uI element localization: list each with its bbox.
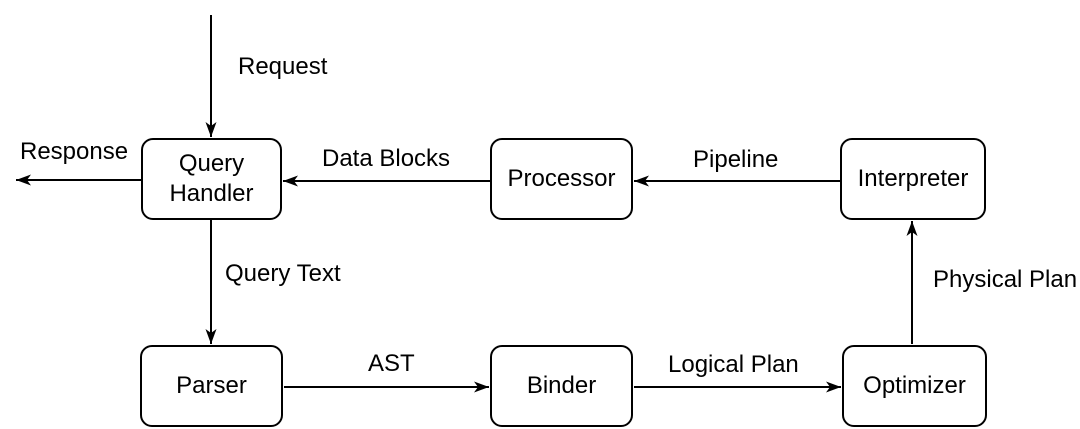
edge-label-physical-plan: Physical Plan	[933, 266, 1078, 293]
node-parser: Parser	[140, 345, 283, 427]
edge-label-data-blocks: Data Blocks	[322, 145, 451, 172]
node-processor: Processor	[490, 138, 633, 220]
edge-label-request: Request	[238, 53, 328, 80]
node-interpreter: Interpreter	[840, 138, 986, 220]
edge-label-pipeline: Pipeline	[693, 146, 779, 173]
node-interpreter-label: Interpreter	[857, 165, 969, 192]
edge-label-response: Response	[20, 138, 129, 165]
node-query-handler: Query Handler	[141, 138, 282, 220]
node-query-handler-label: Query Handler	[169, 150, 254, 207]
node-binder: Binder	[490, 345, 633, 427]
node-optimizer: Optimizer	[842, 345, 987, 427]
node-processor-label: Processor	[507, 165, 616, 192]
edge-label-ast: AST	[368, 350, 415, 377]
node-optimizer-label: Optimizer	[863, 372, 966, 399]
edge-label-query-text: Query Text	[225, 260, 341, 287]
node-parser-label: Parser	[176, 372, 247, 399]
edge-label-logical-plan: Logical Plan	[668, 351, 799, 378]
node-binder-label: Binder	[526, 372, 597, 399]
